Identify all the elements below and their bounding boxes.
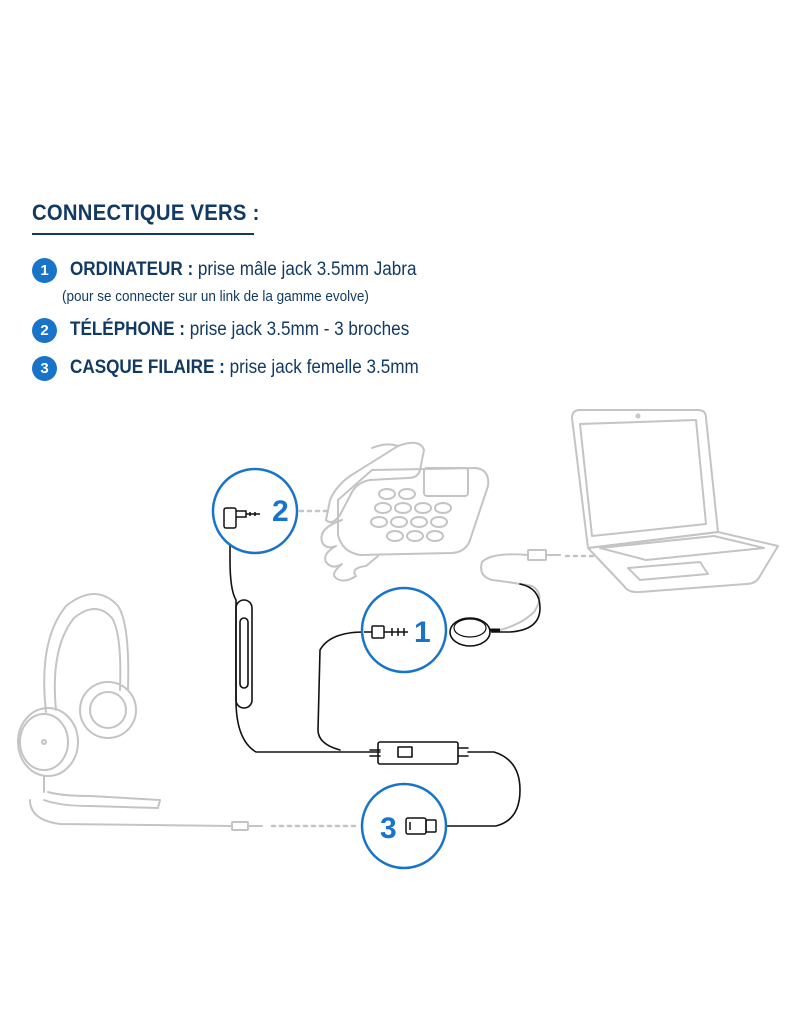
legend-label-headset: CASQUE FILAIRE : bbox=[70, 357, 225, 378]
link-puck bbox=[449, 617, 500, 647]
callout-number-3: 3 bbox=[380, 812, 397, 845]
callout-phone: 2 bbox=[211, 467, 299, 555]
legend-label-computer: ORDINATEUR : bbox=[70, 259, 194, 280]
page-title: CONNECTIQUE VERS : bbox=[32, 200, 260, 225]
number-badge-3: 3 bbox=[32, 356, 57, 381]
female-jack-icon bbox=[405, 817, 437, 835]
jack-plug-icon bbox=[364, 625, 408, 639]
link-dongle-icon bbox=[480, 549, 561, 633]
callout-headset: 3 bbox=[360, 782, 448, 870]
laptop-icon bbox=[571, 409, 779, 594]
jack-plug-icon bbox=[223, 507, 260, 529]
legend-note-computer: (pour se connecter sur un link de la gam… bbox=[62, 288, 369, 305]
legend-text-phone: prise jack 3.5mm - 3 broches bbox=[184, 319, 410, 340]
headset-cable bbox=[229, 526, 541, 827]
number-badge-2: 2 bbox=[32, 318, 57, 343]
legend-label-phone: TÉLÉPHONE : bbox=[70, 319, 185, 340]
legend-text-headset: prise jack femelle 3.5mm bbox=[224, 357, 419, 378]
callout-computer: 1 bbox=[360, 586, 448, 674]
dotted-guides bbox=[270, 509, 600, 828]
legend-text-computer: prise mâle jack 3.5mm Jabra bbox=[193, 259, 417, 280]
number-badge-1: 1 bbox=[32, 258, 57, 283]
title-underline bbox=[32, 233, 254, 235]
callout-number-1: 1 bbox=[414, 616, 431, 649]
headset-icon bbox=[17, 593, 263, 831]
desk-phone-icon bbox=[320, 441, 490, 582]
callout-number-2: 2 bbox=[272, 495, 289, 528]
